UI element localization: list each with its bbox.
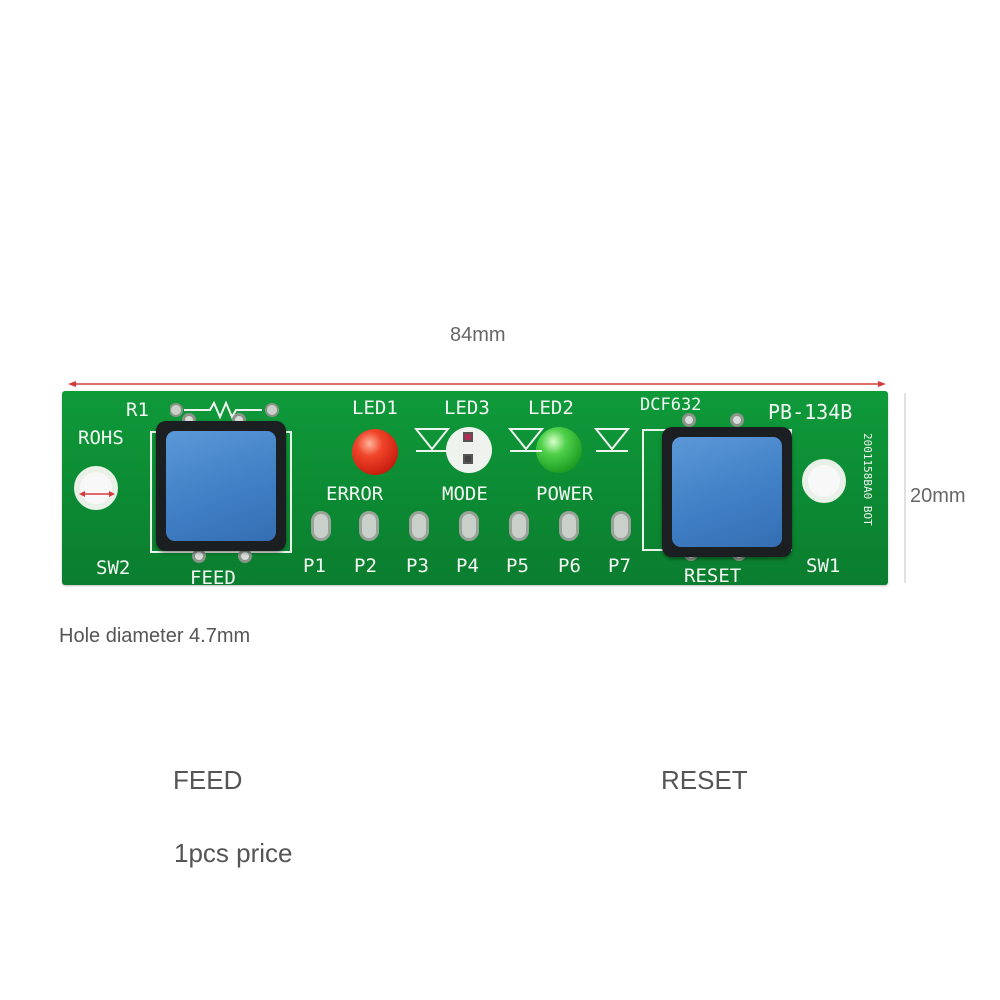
left-switch-lead — [238, 549, 252, 563]
diode-symbol-icon — [412, 419, 452, 468]
led3-ref-label: LED3 — [444, 397, 490, 419]
reset-button-cap — [672, 437, 782, 547]
feed-button[interactable] — [156, 421, 286, 551]
length-dimension-arrow — [68, 374, 886, 387]
right-switch-lead — [682, 413, 696, 427]
pin-pad-p3 — [409, 511, 429, 541]
length-dimension-label: 84mm — [450, 324, 506, 346]
error-led — [352, 429, 398, 475]
sw1-label: SW1 — [806, 555, 841, 577]
reset-caption: RESET — [661, 765, 748, 795]
pin-label-p5: P5 — [506, 555, 529, 577]
pin-label-p7: P7 — [608, 555, 631, 577]
hole-diameter-note: Hole diameter 4.7mm — [59, 625, 251, 647]
led2-ref-label: LED2 — [528, 397, 574, 419]
right-mounting-hole — [802, 459, 846, 503]
left-switch-lead — [192, 549, 206, 563]
height-dimension-line — [904, 393, 906, 583]
error-led-label: ERROR — [326, 483, 384, 505]
reset-button[interactable] — [662, 427, 792, 557]
pin-pad-p4 — [459, 511, 479, 541]
resistor-symbol — [169, 399, 280, 426]
pcb-board: ROHS R1 SW2 SW1 DCF632 PB-134B 2001158BA… — [62, 391, 888, 589]
pin-pad-p2 — [359, 511, 379, 541]
hole-diameter-arrow — [79, 485, 115, 503]
pin-label-p4: P4 — [456, 555, 479, 577]
left-mounting-hole — [74, 466, 118, 510]
pin-pad-p6 — [559, 511, 579, 541]
model-label: PB-134B — [768, 400, 853, 424]
pin-pad-p5 — [509, 511, 529, 541]
vertical-part-number: 2001158BA0 BOT — [861, 433, 874, 526]
rohs-label: ROHS — [78, 427, 124, 449]
chip-label: DCF632 — [640, 395, 702, 415]
pin-pad-p1 — [311, 511, 331, 541]
led1-ref-label: LED1 — [352, 397, 398, 419]
pin-pad-p7 — [611, 511, 631, 541]
power-led-label: POWER — [536, 483, 594, 505]
height-dimension-label: 20mm — [910, 485, 966, 507]
power-led — [536, 427, 582, 473]
pin-label-p2: P2 — [354, 555, 377, 577]
pin-label-p1: P1 — [303, 555, 326, 577]
mode-led-label: MODE — [442, 483, 488, 505]
feed-silk-label: FEED — [190, 567, 236, 589]
pin-label-p3: P3 — [406, 555, 429, 577]
sw2-label: SW2 — [96, 557, 131, 579]
pin-label-p6: P6 — [558, 555, 581, 577]
reset-silk-label: RESET — [684, 565, 742, 587]
feed-caption: FEED — [173, 765, 243, 795]
feed-button-cap — [166, 431, 276, 541]
r1-label: R1 — [126, 399, 149, 421]
mode-led-smd-top — [463, 432, 473, 442]
diode-symbol-icon — [592, 419, 632, 468]
right-switch-lead — [730, 413, 744, 427]
diode-symbol-icon — [506, 419, 546, 468]
price-note: 1pcs price — [174, 838, 293, 868]
mode-led-smd-bottom — [463, 454, 473, 464]
